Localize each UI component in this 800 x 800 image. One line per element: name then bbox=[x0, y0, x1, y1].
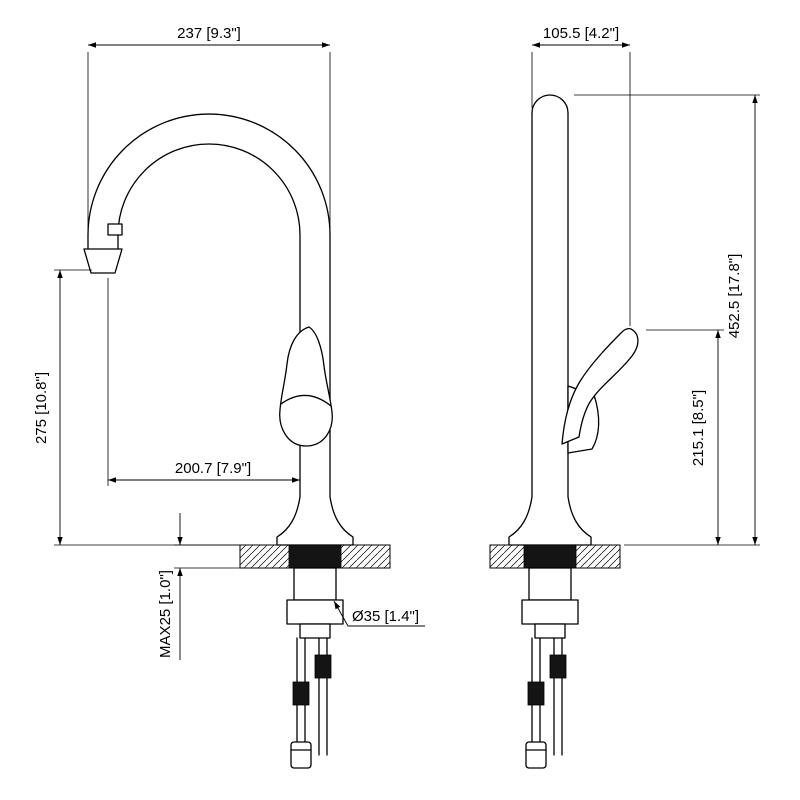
side-body-top-cap bbox=[531, 94, 569, 114]
dim-spout-reach-label: 200.7 [7.9"] bbox=[175, 460, 251, 477]
front-gasket bbox=[288, 544, 342, 569]
side-gasket bbox=[523, 544, 577, 569]
dim-hole-diameter: Ø35 [1.4"] bbox=[333, 600, 425, 627]
front-spout-left-leg bbox=[87, 234, 119, 250]
leader-line bbox=[333, 600, 425, 627]
dim-body-depth: 105.5 [4.2"] bbox=[531, 25, 631, 326]
side-tube-nut-left bbox=[527, 681, 545, 706]
side-locknut bbox=[521, 599, 579, 625]
dim-spout-width-label: 237 [9.3"] bbox=[177, 25, 241, 42]
front-spray-button bbox=[107, 223, 123, 236]
dim-spout-height: 275 [10.8"] bbox=[33, 269, 240, 546]
side-tube-nut-right bbox=[549, 654, 567, 679]
side-base bbox=[508, 496, 592, 546]
front-collar bbox=[299, 623, 331, 639]
front-tube-nut-left bbox=[292, 681, 310, 706]
front-countertop bbox=[239, 544, 391, 569]
dim-spout-reach: 200.7 [7.9"] bbox=[107, 278, 300, 486]
front-hose-end-fitting bbox=[290, 741, 312, 769]
side-handle-lever bbox=[561, 327, 639, 445]
dim-handle-height: 215.1 [8.5"] bbox=[646, 329, 724, 545]
dim-spout-width: 237 [9.3"] bbox=[87, 25, 331, 230]
dim-total-height: 452.5 [17.8"] bbox=[574, 94, 760, 546]
front-base bbox=[276, 496, 354, 546]
front-tube-nut-right bbox=[314, 654, 332, 679]
front-handle-lever bbox=[279, 326, 333, 447]
side-shank bbox=[528, 567, 572, 601]
dim-deck-thickness: MAX25 [1.0"] bbox=[157, 513, 242, 660]
front-spout-outer-arc bbox=[87, 113, 331, 236]
dimensions: 237 [9.3"] 105.5 [4.2"] 275 [10.8"] 200.… bbox=[33, 25, 760, 660]
side-hose-end-fitting bbox=[525, 741, 547, 769]
front-spray-head-body bbox=[83, 248, 123, 274]
dim-body-depth-label: 105.5 [4.2"] bbox=[543, 25, 619, 42]
front-spout-inner-arc bbox=[117, 143, 301, 236]
side-body bbox=[508, 94, 592, 546]
side-countertop bbox=[489, 544, 621, 569]
front-shank bbox=[293, 567, 337, 601]
front-handle-ball-seam bbox=[280, 394, 332, 407]
front-spray-head bbox=[83, 223, 123, 274]
faucet-side-view bbox=[489, 94, 639, 769]
side-handle bbox=[561, 327, 639, 454]
front-locknut bbox=[286, 599, 344, 625]
front-handle bbox=[279, 326, 333, 447]
dim-spout-height-label: 275 [10.8"] bbox=[33, 372, 50, 444]
side-mounting bbox=[521, 567, 579, 769]
front-mounting bbox=[286, 567, 344, 769]
dim-deck-thickness-label: MAX25 [1.0"] bbox=[157, 570, 174, 658]
faucet-front-view bbox=[83, 113, 391, 769]
side-collar bbox=[534, 623, 566, 639]
dim-handle-height-label: 215.1 [8.5"] bbox=[690, 390, 707, 466]
dim-total-height-label: 452.5 [17.8"] bbox=[726, 254, 743, 339]
dim-hole-diameter-label: Ø35 [1.4"] bbox=[352, 608, 419, 625]
